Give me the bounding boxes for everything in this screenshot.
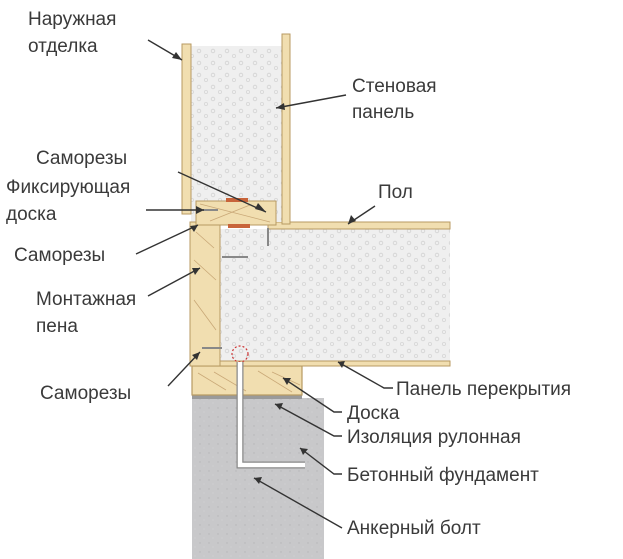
label-floor: Пол [378,182,413,203]
label-screws-mid: Саморезы [14,245,105,266]
label-mounting-foam-1: Монтажная [36,289,136,310]
roll-insulation [192,394,302,399]
wall-panel-inner-skin [281,33,291,225]
floor-panel-top-skin [267,221,451,230]
label-wall-panel-2: панель [352,102,414,123]
label-anchor-bolt: Анкерный болт [347,518,481,539]
floor-panel-foam [220,229,450,362]
label-mounting-foam-2: пена [36,316,78,337]
leader-lines [135,39,393,529]
label-outer-finish-2: отделка [28,36,98,57]
floor-panel-bottom-skin [219,360,451,367]
label-concrete-foundation: Бетонный фундамент [347,465,539,486]
label-outer-finish-1: Наружная [28,9,116,30]
label-fixing-board-2: доска [6,204,57,225]
screw-mid [228,224,250,228]
screw-top [226,198,248,202]
label-board: Доска [347,403,400,424]
arrow-tips [172,52,356,484]
label-screws-bottom: Саморезы [40,383,131,404]
wall-panel-foam [191,46,282,222]
label-fixing-board-1: Фиксирующая [6,177,130,198]
outer-finish [181,43,192,215]
label-screws-top: Саморезы [36,148,127,169]
label-floor-panel: Панель перекрытия [396,379,571,400]
label-wall-panel-1: Стеновая [352,76,437,97]
label-roll-insulation: Изоляция рулонная [347,427,521,448]
lower-rim-board [189,221,221,367]
